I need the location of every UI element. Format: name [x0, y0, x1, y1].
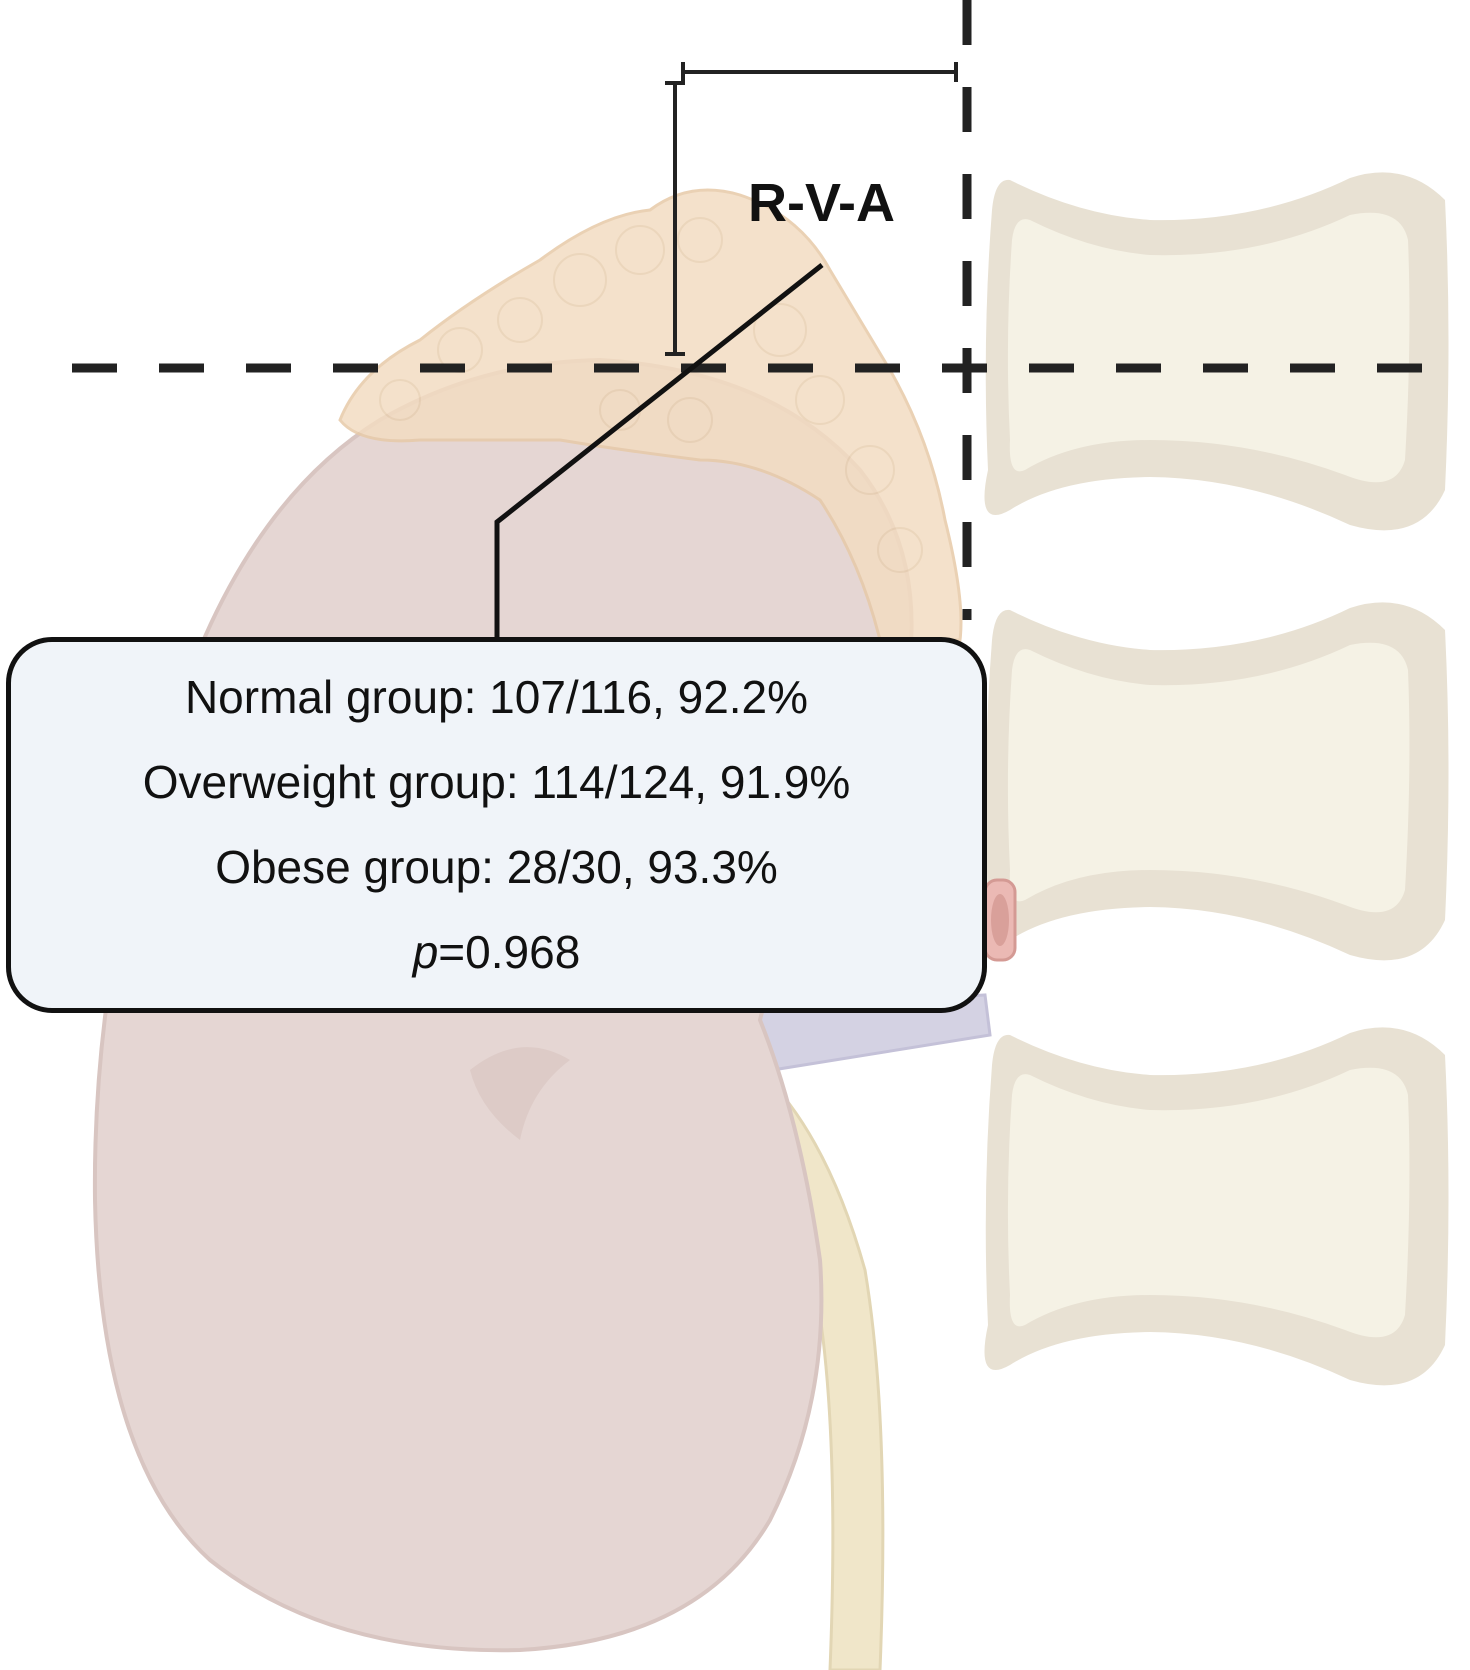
kidney-hilum-fold [470, 1047, 570, 1140]
horizontal-distance-bracket [681, 62, 958, 82]
vertebra-middle [984, 602, 1449, 961]
p-symbol: p [412, 926, 439, 978]
normal-group-stat: Normal group: 107/116, 92.2% [184, 671, 809, 723]
obese-group-stat: Obese group: 28/30, 93.3% [215, 841, 778, 893]
p-value: =0.968 [438, 926, 581, 978]
vertebra-upper [984, 172, 1449, 531]
overweight-group-stat: Overweight group: 114/124, 91.9% [142, 756, 851, 808]
leader-line [494, 263, 824, 638]
p-value-stat: p=0.968 [413, 910, 581, 995]
vertebra-lower [984, 1027, 1449, 1386]
renal-artery [983, 878, 1017, 962]
vertical-distance-bracket [665, 81, 685, 356]
rva-label: R-V-A [748, 173, 895, 233]
stats-box: Normal group: 107/116, 92.2% Overweight … [6, 637, 987, 1013]
